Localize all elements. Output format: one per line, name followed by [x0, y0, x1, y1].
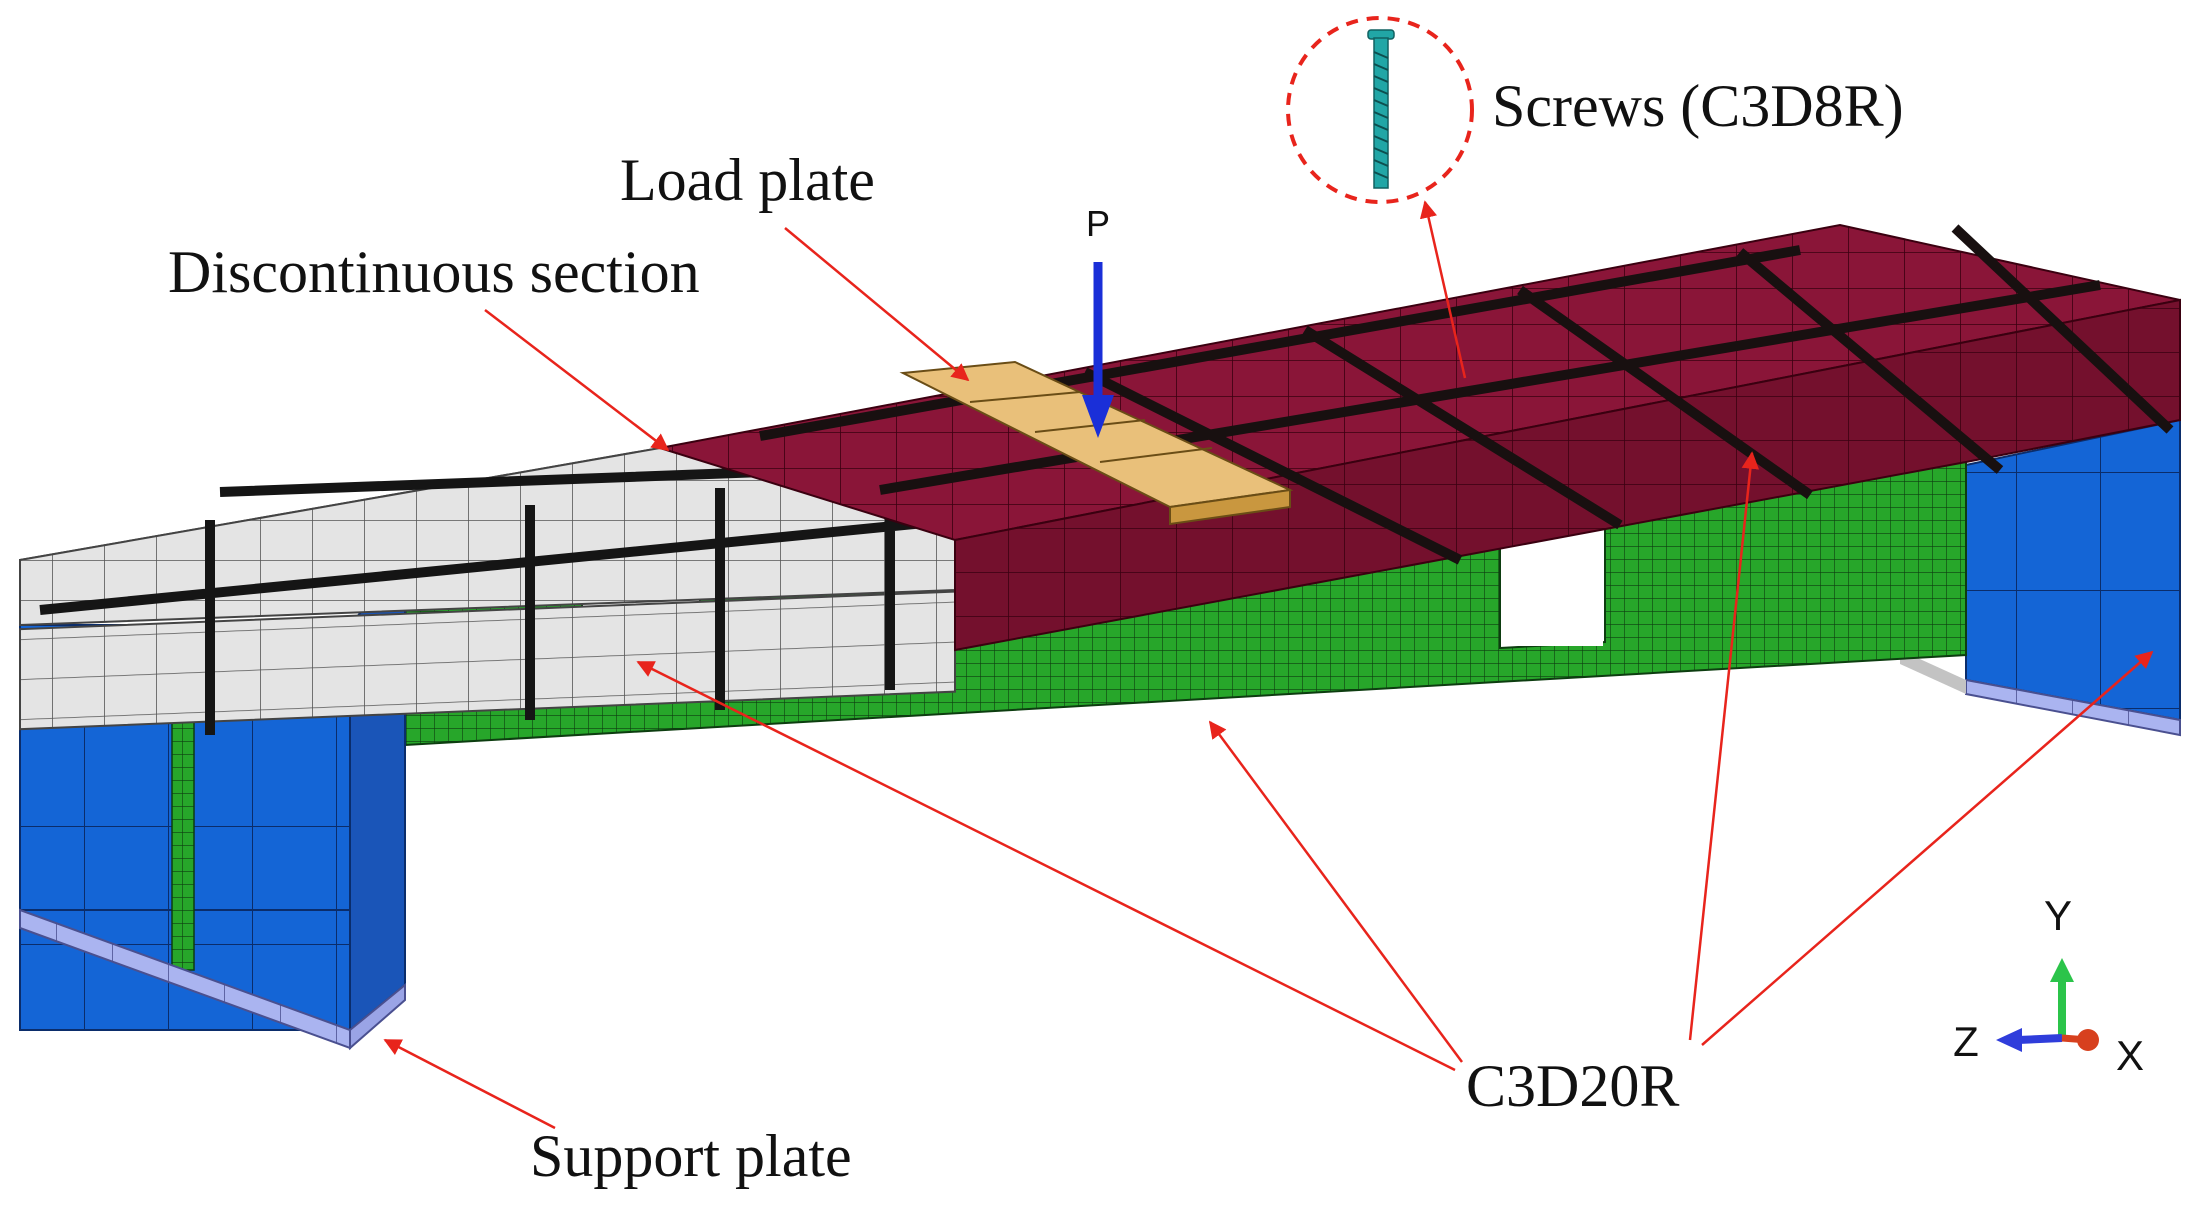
leader-discontinuous: [484, 309, 670, 452]
load-arrow: P: [1082, 203, 1114, 438]
leader-support-plate: [383, 1038, 556, 1130]
axis-triad-icon: Y Z X: [1953, 892, 2144, 1079]
support-plate: [19, 908, 406, 1051]
axis-y-label: Y: [2044, 892, 2072, 939]
leader-load-plate: [784, 227, 970, 382]
right-support-block: [1900, 418, 2181, 737]
leader-grey-deck: [636, 660, 1456, 1072]
leader-lines: [383, 200, 2154, 1130]
deck-discontinuous-section: [19, 428, 956, 735]
discontinuous-section-label: Discontinuous section: [168, 239, 700, 305]
deck-red-section: [659, 223, 2181, 652]
leader-screws: [1419, 200, 1467, 379]
leader-red-deck: [1688, 451, 1760, 1041]
axis-x-label: X: [2116, 1032, 2144, 1079]
load-plate: [899, 360, 1294, 526]
leader-right-block: [1701, 650, 2154, 1046]
axis-z-label: Z: [1953, 1018, 1979, 1065]
screw-callout: Screws (C3D8R): [1286, 16, 1904, 204]
load-plate-label: Load plate: [620, 147, 875, 213]
screw-icon: [1367, 29, 1395, 189]
screws-label: Screws (C3D8R): [1492, 73, 1904, 139]
support-plate-label: Support plate: [530, 1123, 852, 1189]
element-type-label: C3D20R: [1466, 1053, 1679, 1119]
leader-web: [1208, 720, 1464, 1063]
screw-callout-circle: [1286, 16, 1474, 204]
web-strip: [171, 689, 195, 971]
load-label: P: [1086, 203, 1110, 244]
